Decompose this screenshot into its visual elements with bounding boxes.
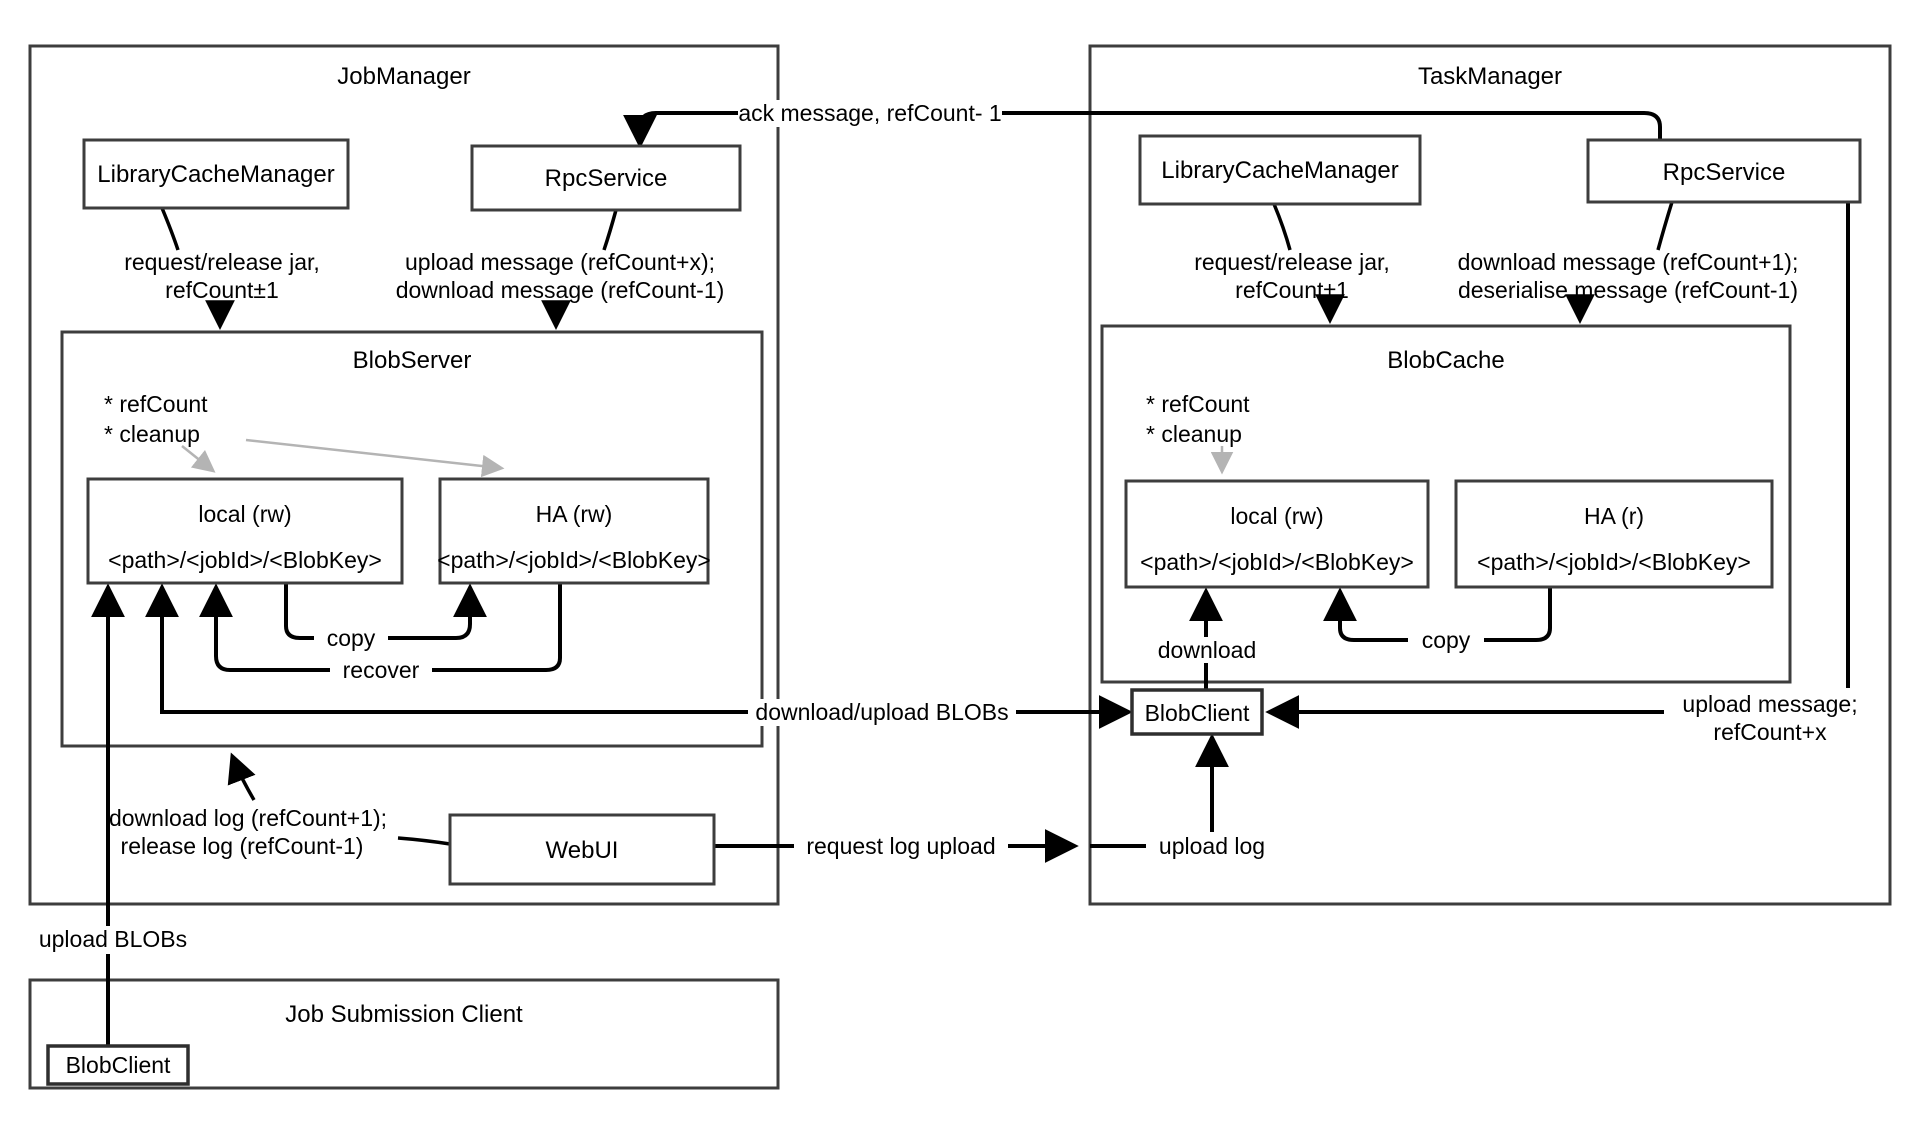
tm-lcm-edge-label-line1: request/release jar, xyxy=(1194,249,1390,275)
jm-ha-box xyxy=(438,477,710,585)
tm-local-path: <path>/<jobId>/<BlobKey> xyxy=(1140,549,1414,575)
download-tm-label: download xyxy=(1158,637,1256,663)
jm-rpc-edge-label-line2: download message (refCount-1) xyxy=(396,277,725,303)
gray-arrow-jm-ha xyxy=(245,438,505,478)
request-log-upload-label: request log upload xyxy=(806,833,995,859)
upload-blobs-label-bg xyxy=(34,926,192,954)
copy-tm-label: copy xyxy=(1422,627,1471,653)
upload-message-label-line2: refCount+x xyxy=(1713,719,1827,745)
tm-blob-client-box xyxy=(1130,688,1264,736)
taskmanager-title: TaskManager xyxy=(1418,63,1562,90)
upload-log-label-bg xyxy=(1146,833,1278,860)
job-submission-client-title: Job Submission Client xyxy=(285,1001,523,1028)
blob-cache-refcount-bullet: * refCount xyxy=(1146,391,1250,417)
jm-rpc-edge-label-line1: upload message (refCount+x); xyxy=(405,249,715,275)
tm-rpc-service-label: RpcService xyxy=(1663,159,1786,186)
jm-rpc-service-label: RpcService xyxy=(545,165,668,192)
jm-library-cache-manager-box xyxy=(82,138,350,210)
jsc-blob-client-label: BlobClient xyxy=(66,1052,171,1078)
jm-lcm-edge-label-line2: refCount±1 xyxy=(165,277,279,303)
tm-ha-title: HA (r) xyxy=(1584,503,1644,529)
gray-arrow-jm-local xyxy=(181,445,216,473)
tm-library-cache-manager-box xyxy=(1138,134,1422,206)
recover-label: recover xyxy=(343,657,420,683)
jm-ha-path: <path>/<jobId>/<BlobKey> xyxy=(437,547,711,573)
blob-cache-cleanup-bullet: * cleanup xyxy=(1146,421,1242,447)
edge-jm-lcm-curve xyxy=(160,207,180,251)
ack-message-label: ack message, refCount- 1 xyxy=(738,100,1001,126)
edge-tm-lcm-curve xyxy=(1272,203,1292,251)
copy-jm-label-bg xyxy=(314,625,388,651)
webui-label: WebUI xyxy=(546,837,619,864)
edge-download-log-arrow xyxy=(227,752,256,801)
jm-rpc-service-box xyxy=(470,144,742,212)
webui-box xyxy=(448,813,716,886)
download-upload-blobs-label: download/upload BLOBs xyxy=(755,699,1008,725)
download-log-label-line2: release log (refCount-1) xyxy=(121,833,364,859)
blob-cache-title: BlobCache xyxy=(1387,347,1504,374)
tm-rpc-edge-label-line1: download message (refCount+1); xyxy=(1458,249,1799,275)
jm-library-cache-manager-label: LibraryCacheManager xyxy=(97,161,334,188)
tm-local-box xyxy=(1124,479,1430,589)
edge-tm-rpc-curve xyxy=(1656,201,1674,251)
jm-local-path: <path>/<jobId>/<BlobKey> xyxy=(108,547,382,573)
blob-server-title: BlobServer xyxy=(353,347,472,374)
tm-lcm-edge-label-line2: refCount±1 xyxy=(1235,277,1349,303)
upload-blobs-label: upload BLOBs xyxy=(39,926,187,952)
copy-tm-label-bg xyxy=(1408,627,1484,653)
jm-local-box xyxy=(86,477,404,585)
tm-rpc-service-box xyxy=(1586,138,1862,204)
edge-webui-connector xyxy=(397,836,451,846)
upload-message-label-line1: upload message; xyxy=(1682,691,1857,717)
jsc-blob-client-box xyxy=(46,1044,190,1086)
jm-local-title: local (rw) xyxy=(198,501,291,527)
blob-server-refcount-bullet: * refCount xyxy=(104,391,208,417)
du-blobs-label-bg xyxy=(748,699,1016,726)
jm-ha-title: HA (rw) xyxy=(536,501,613,527)
download-log-label-line1: download log (refCount+1); xyxy=(109,805,387,831)
download-tm-label-bg xyxy=(1148,637,1266,663)
tm-blob-client-label: BlobClient xyxy=(1145,700,1250,726)
tm-library-cache-manager-label: LibraryCacheManager xyxy=(1161,157,1398,184)
upload-msg-label-bg xyxy=(1664,688,1874,746)
tm-ha-box xyxy=(1454,479,1774,589)
blob-server-cleanup-bullet: * cleanup xyxy=(104,421,200,447)
upload-log-label: upload log xyxy=(1159,833,1265,859)
edge-ack-message xyxy=(623,111,1662,149)
tm-rpc-edge-label-line2: deserialise message (refCount-1) xyxy=(1458,277,1798,303)
recover-label-bg xyxy=(330,657,432,683)
tm-local-title: local (rw) xyxy=(1230,503,1323,529)
edge-jm-rpc-curve xyxy=(602,209,618,251)
jobmanager-title: JobManager xyxy=(337,63,470,90)
jm-lcm-edge-label-line1: request/release jar, xyxy=(124,249,320,275)
tm-ha-path: <path>/<jobId>/<BlobKey> xyxy=(1477,549,1751,575)
copy-jm-label: copy xyxy=(327,625,376,651)
ack-label-bg xyxy=(738,100,1002,127)
req-log-label-bg xyxy=(794,833,1008,860)
